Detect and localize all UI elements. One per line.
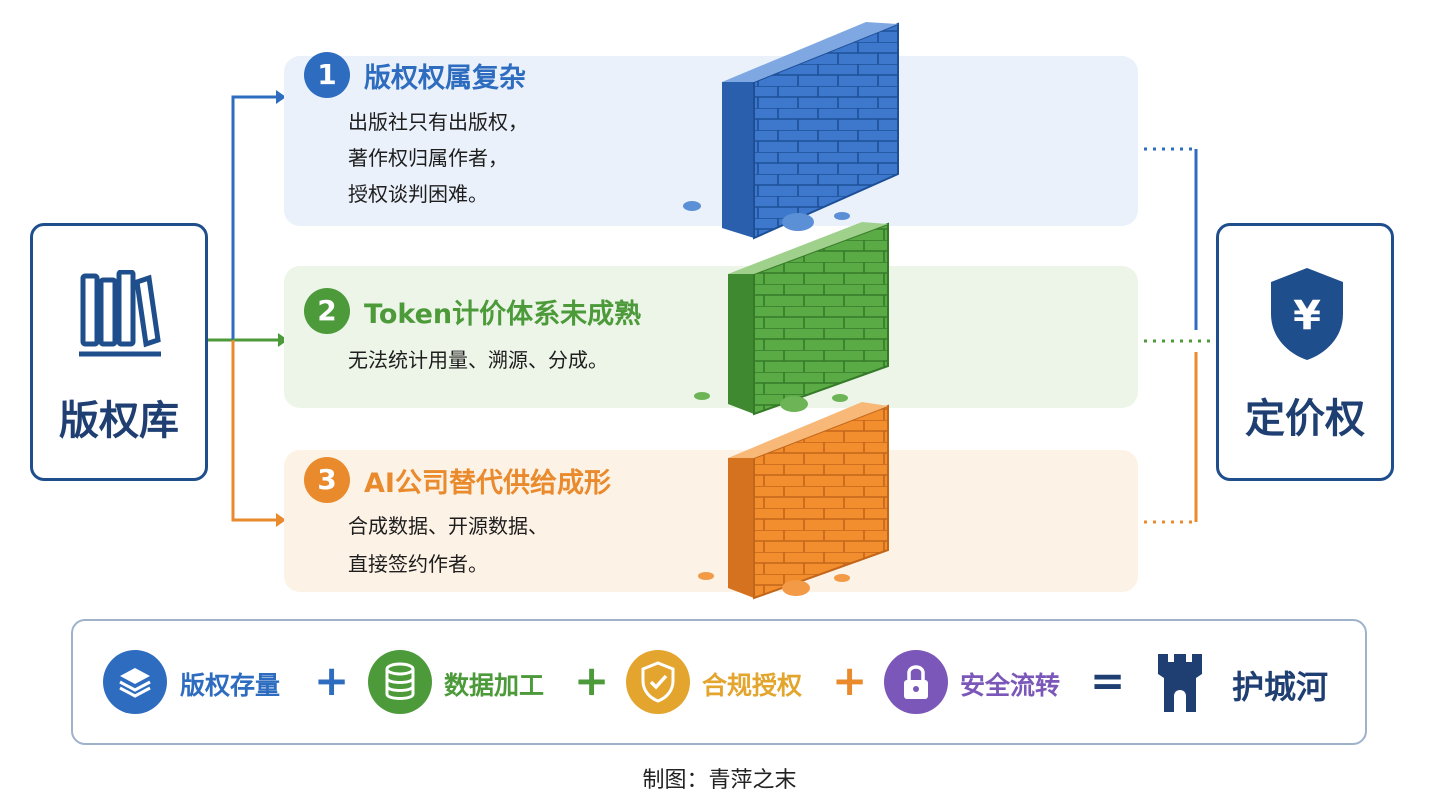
barrier-panel-2 <box>284 266 1138 408</box>
books-icon <box>79 270 161 357</box>
barrier-number-2: 2 <box>304 288 350 334</box>
equation-result-label: 护城河 <box>1232 668 1329 706</box>
shield-yen-icon: ¥ <box>1271 268 1343 360</box>
equation-term-1-circle <box>103 650 167 714</box>
lock-icon <box>904 665 928 699</box>
equation-term-1-label: 版权存量 <box>180 671 281 700</box>
barrier-desc-1-line-2: 著作权归属作者， <box>348 146 508 170</box>
barrier-number-1: 1 <box>304 52 350 98</box>
castle-tower-icon <box>1158 654 1202 712</box>
svg-text:¥: ¥ <box>1293 293 1321 339</box>
source-node: 版权库 <box>30 223 208 481</box>
equation-term-4-circle <box>884 650 948 714</box>
equation-box <box>71 619 1367 745</box>
equation-term-2-label: 数据加工 <box>444 671 545 700</box>
equation-term-3-circle <box>626 650 690 714</box>
target-node-label: 定价权 <box>1245 396 1365 442</box>
plus-sign-3: + <box>832 656 868 705</box>
barrier-title-2: Token计价体系未成熟 <box>364 299 642 330</box>
barrier-panel-1 <box>284 56 1138 226</box>
barrier-desc-3-line-1: 合成数据、开源数据、 <box>348 514 548 538</box>
brick-wall-blue-icon <box>722 22 899 240</box>
equation-term-3-label: 合规授权 <box>702 671 803 700</box>
equation-term-2-circle <box>368 650 432 714</box>
barrier-number-3: 3 <box>304 457 350 503</box>
database-icon <box>385 662 415 700</box>
chart-credit: 制图：青萍之末 <box>642 768 797 793</box>
barrier-panel-3 <box>284 450 1138 592</box>
rubble-decoration <box>683 201 714 580</box>
equals-sign: = <box>1090 656 1126 705</box>
barrier-desc-1-line-3: 授权谈判困难。 <box>348 182 488 206</box>
brick-wall-green-icon <box>728 222 889 416</box>
barrier-desc-2-line-1: 无法统计用量、溯源、分成。 <box>348 348 608 372</box>
layers-icon <box>119 668 151 698</box>
shield-check-icon <box>641 661 675 703</box>
barrier-title-1: 版权权属复杂 <box>364 63 526 94</box>
barrier-desc-1-line-1: 出版社只有出版权， <box>348 110 528 134</box>
brick-wall-orange-icon <box>728 402 889 600</box>
target-node: ¥ 定价权 <box>1216 223 1394 481</box>
barrier-title-3: AI公司替代供给成形 <box>364 468 611 499</box>
equation-term-4-label: 安全流转 <box>960 671 1061 700</box>
source-node-label: 版权库 <box>59 398 179 444</box>
plus-sign-2: + <box>574 656 610 705</box>
plus-sign-1: + <box>314 656 350 705</box>
barrier-desc-3-line-2: 直接签约作者。 <box>348 552 488 576</box>
